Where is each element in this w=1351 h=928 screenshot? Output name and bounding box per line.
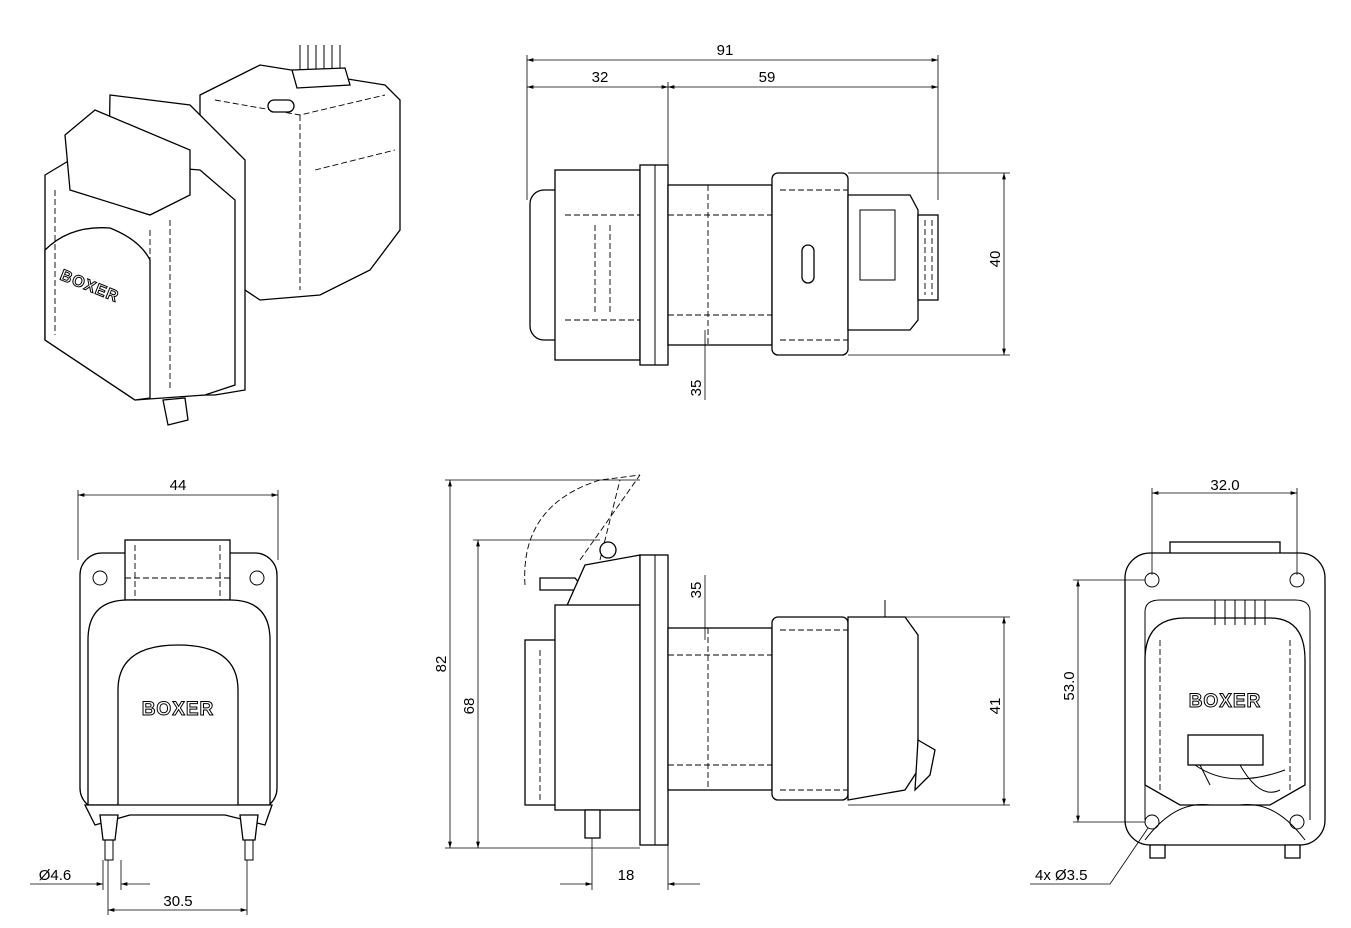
dimensions-side-top: 91 32 59 40 35 [526,42,1010,400]
dim-body-height: 68 [461,698,478,715]
dim-width: 44 [170,477,187,494]
isometric-view: BOXER [44,45,401,426]
logo-boxer-front: BOXER [142,699,215,720]
front-view: BOXER [79,539,278,861]
logo-boxer-back: BOXER [1189,691,1262,712]
side-view-top [529,164,939,366]
dimensions-back: 32.0 53.0 4x Ø3.5 [1030,477,1298,885]
dim-holes: 4x Ø3.5 [1035,867,1088,884]
dim-motor-length: 59 [759,69,776,86]
dim-flange-offset: 35 [688,380,705,397]
dim-overall-length: 91 [717,42,734,59]
back-view: BOXER [1124,541,1326,859]
side-view-bottom [524,474,936,846]
dim-nozzle-offset: 18 [618,867,635,884]
dim-hole-spacing-x: 32.0 [1210,477,1239,494]
dim-head-length: 32 [592,69,609,86]
dim-height: 40 [987,251,1004,268]
dim-hole-spacing-y: 53.0 [1061,671,1078,700]
dim-nozzle-diameter: Ø4.6 [39,867,72,884]
dim-nozzle-spacing: 30.5 [163,893,192,910]
dimensions-side-bottom: 82 68 35 41 18 [433,479,1010,890]
dim-motor-height: 41 [987,698,1004,715]
dim-flange-offset-bottom: 35 [688,582,705,599]
dim-total-height: 82 [433,656,450,673]
connector-pins-icon [291,45,351,89]
dimensions-front: 44 Ø4.6 30.5 [30,477,279,915]
